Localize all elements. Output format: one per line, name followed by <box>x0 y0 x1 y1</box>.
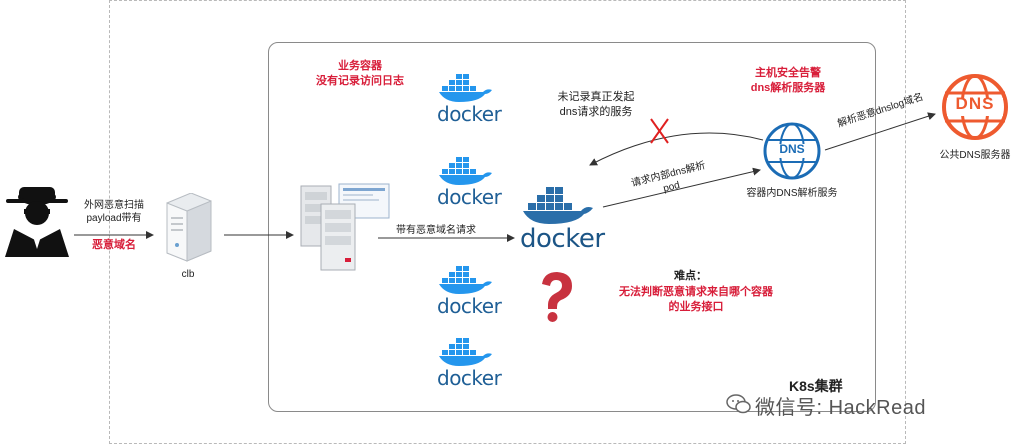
difficulty-note: 无法判断恶意请求来自哪个容器 的业务接口 <box>596 285 796 315</box>
public-dns-icon <box>942 74 1008 140</box>
unlogged-service-label: 未记录真正发起 dns请求的服务 <box>546 90 646 120</box>
unlogged-service-line2: dns请求的服务 <box>559 106 633 118</box>
dns-server-icon <box>763 122 821 180</box>
arrow-docker-to-dns <box>602 167 761 208</box>
question-mark-icon <box>542 272 572 322</box>
difficulty-title: 难点： <box>674 270 707 282</box>
clb-label: clb <box>181 269 195 280</box>
docker-whale-icon <box>439 266 492 294</box>
outer-boundary <box>109 0 906 444</box>
dns-alert-line2: dns解析服务器 <box>750 82 826 94</box>
payload-label-line2: payload带有 <box>86 213 142 224</box>
public-dns-icon-text: DNS <box>955 94 995 113</box>
malicious-domain-label: 恶意域名 <box>92 239 136 251</box>
public-dns-label: 公共DNS服务器 <box>939 150 1011 161</box>
dns-alert-line1: 主机安全告警 <box>755 67 821 79</box>
difficulty-line2: 的业务接口 <box>668 301 724 313</box>
difficulty-line1: 无法判断恶意请求来自哪个容器 <box>619 286 773 298</box>
docker-wordmark: docker <box>520 224 605 254</box>
unlogged-service-line1: 未记录真正发起 <box>557 91 635 103</box>
dns-server-label: 容器内DNS解析服务 <box>746 188 838 199</box>
malicious-request-label: 带有恶意域名请求 <box>396 225 476 236</box>
arrow-dns-to-public <box>824 112 936 151</box>
docker-logo-4: docker <box>437 336 502 392</box>
k8s-cluster-boundary <box>268 42 876 412</box>
wechat-icon <box>726 394 751 414</box>
dns-alert-title: 主机安全告警 dns解析服务器 <box>738 66 838 96</box>
docker-whale-icon <box>523 187 593 224</box>
clb-server-icon <box>166 193 212 262</box>
docker-wordmark: docker <box>437 102 502 126</box>
business-container-title-line2: 没有记录访问日志 <box>316 75 404 87</box>
hacker-icon <box>5 187 69 257</box>
docker-whale-icon <box>439 338 492 366</box>
docker-wordmark: docker <box>437 185 502 209</box>
docker-logo-2: docker <box>437 155 502 211</box>
blocked-cross-icon <box>650 118 669 144</box>
arrow-dns-back-to-service <box>589 132 764 166</box>
payload-label-line1: 外网恶意扫描 <box>84 200 144 211</box>
docker-logo-1: docker <box>437 72 502 128</box>
server-rack-icon <box>300 183 390 271</box>
docker-wordmark: docker <box>437 294 502 318</box>
business-container-title: 业务容器 没有记录访问日志 <box>290 59 430 89</box>
docker-whale-icon <box>439 157 492 185</box>
payload-label: 外网恶意扫描 payload带有 <box>78 199 150 225</box>
docker-whale-icon <box>439 74 492 102</box>
docker-logo-main: docker <box>520 184 605 254</box>
docker-logo-3: docker <box>437 264 502 320</box>
k8s-cluster-label: K8s集群 <box>789 378 843 394</box>
business-container-title-line1: 业务容器 <box>338 60 382 72</box>
docker-wordmark: docker <box>437 366 502 390</box>
dns-server-icon-text: DNS <box>779 142 805 156</box>
wechat-watermark: 微信号: HackRead <box>755 397 926 419</box>
